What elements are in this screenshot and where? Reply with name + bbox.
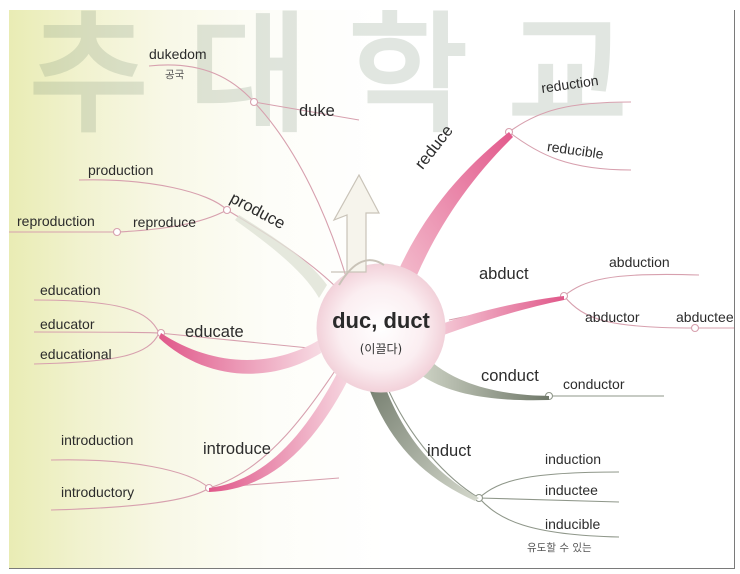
branch-abduct: abduct [479,265,529,283]
branch-educate: educate [185,323,244,341]
branch-introduce: introduce [203,440,271,458]
conductor-label: conductor [563,376,625,392]
dukedom-link-line [148,64,255,103]
up-arrow-icon [331,173,380,273]
duke-branch-line [253,101,348,281]
reduce-ribbon [389,132,513,300]
production-link-line [78,179,228,211]
branch-conduct: conduct [481,367,539,385]
inducible-meaning: 유도할 수 있는 [527,542,592,554]
inductee-label: inductee [545,482,598,498]
educator-label: educator [40,316,95,332]
root-meaning: (이끌다) [359,342,403,356]
introductory-label: introductory [61,484,135,500]
reproduction-label: reproduction [17,213,95,229]
education-label: education [40,282,101,298]
introduction-label: introduction [61,432,134,448]
reproduce-label: reproduce [133,214,197,230]
production-label: production [88,162,154,178]
inducible-label: inducible [545,516,601,532]
dukedom-label: dukedom [149,46,207,62]
abductor-label: abductor [585,309,640,325]
abductee-label: abductee [676,309,734,325]
introduce-ribbon [209,360,354,492]
induction-label: induction [545,451,602,467]
mind-map-page: 추대학교 [9,10,735,569]
abduct-ribbon [439,296,564,336]
dukedom-meaning: 공국 [165,69,185,81]
mind-map-connectors [9,64,734,538]
branch-duke: duke [299,102,335,120]
produce-ribbon [235,215,327,298]
educational-label: educational [40,346,112,362]
educate-ribbon [159,333,321,374]
abduction-label: abduction [609,254,670,270]
root-word: duc, duct [332,308,430,333]
branch-induct: induct [427,442,472,460]
